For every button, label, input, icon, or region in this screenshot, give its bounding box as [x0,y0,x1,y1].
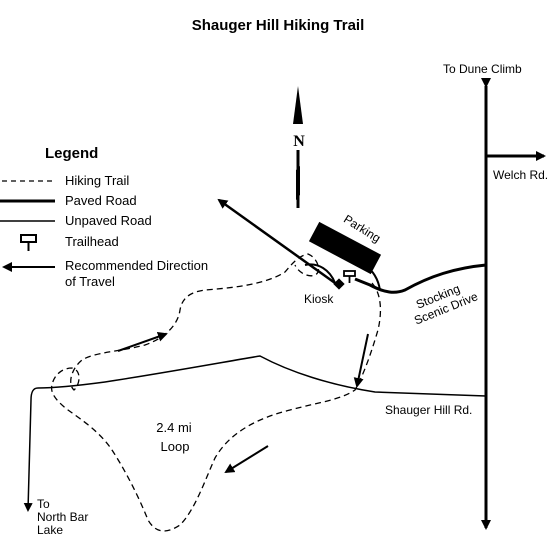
kiosk-marker [333,278,345,290]
welch-rd-label: Welch Rd. [493,168,548,182]
direction-arrow-south [353,333,369,388]
legend-title: Legend [45,145,98,162]
map-title: Shauger Hill Hiking Trail [192,17,365,34]
direction-arrow-east [117,331,168,352]
legend-unpaved-road-label: Unpaved Road [65,213,152,228]
stocking-scenic-drive [354,263,487,294]
legend-hiking-trail-label: Hiking Trail [65,173,129,188]
to-north-bar-label-1: To [37,497,50,511]
kiosk-label: Kiosk [304,292,334,306]
shauger-hill-rd-label: Shauger Hill Rd. [385,403,472,417]
legend-direction-label-1: Recommended Direction [65,258,208,273]
legend-paved-road-label: Paved Road [65,193,137,208]
legend-trailhead-label: Trailhead [65,234,119,249]
trailhead-icon [20,234,37,251]
to-north-bar-label-3: Lake [37,523,63,537]
legend: Legend Hiking Trail Paved Road Unpaved R… [0,145,208,289]
loop-name-label: Loop [161,439,190,454]
loop-distance-label: 2.4 mi [156,420,192,435]
parking-lot [304,221,382,291]
unpaved-road-northwest [217,198,336,285]
north-arrow-icon: N [293,86,305,208]
legend-direction-label-2: of Travel [65,274,115,289]
to-dune-climb-label: To Dune Climb [443,62,522,76]
direction-arrow-southwest [224,445,269,474]
shauger-hill-road [23,355,487,512]
north-label: N [293,133,305,150]
hiking-trail-loop [50,253,382,532]
trailhead-marker-icon [343,270,356,283]
to-north-bar-label-2: North Bar [37,510,88,524]
